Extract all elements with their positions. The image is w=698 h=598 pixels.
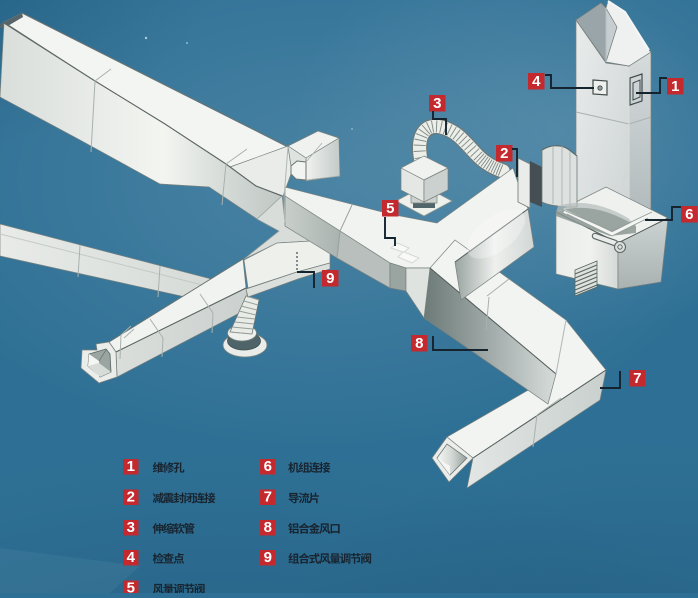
svg-text:3: 3 [433,95,441,112]
svg-text:8: 8 [415,335,423,352]
svg-text:8: 8 [264,519,272,536]
svg-text:4: 4 [127,549,136,566]
svg-text:9: 9 [326,270,334,287]
svg-text:3: 3 [127,519,135,536]
svg-text:1: 1 [127,458,135,475]
svg-text:2: 2 [500,145,508,162]
svg-text:1: 1 [671,78,679,95]
svg-text:7: 7 [264,489,272,506]
svg-text:4: 4 [532,73,541,90]
svg-text:6: 6 [685,206,693,223]
svg-text:2: 2 [127,489,135,506]
svg-text:5: 5 [127,580,135,594]
svg-text:7: 7 [633,370,641,387]
svg-text:9: 9 [264,549,272,566]
svg-text:6: 6 [264,458,272,475]
svg-text:5: 5 [386,200,394,217]
